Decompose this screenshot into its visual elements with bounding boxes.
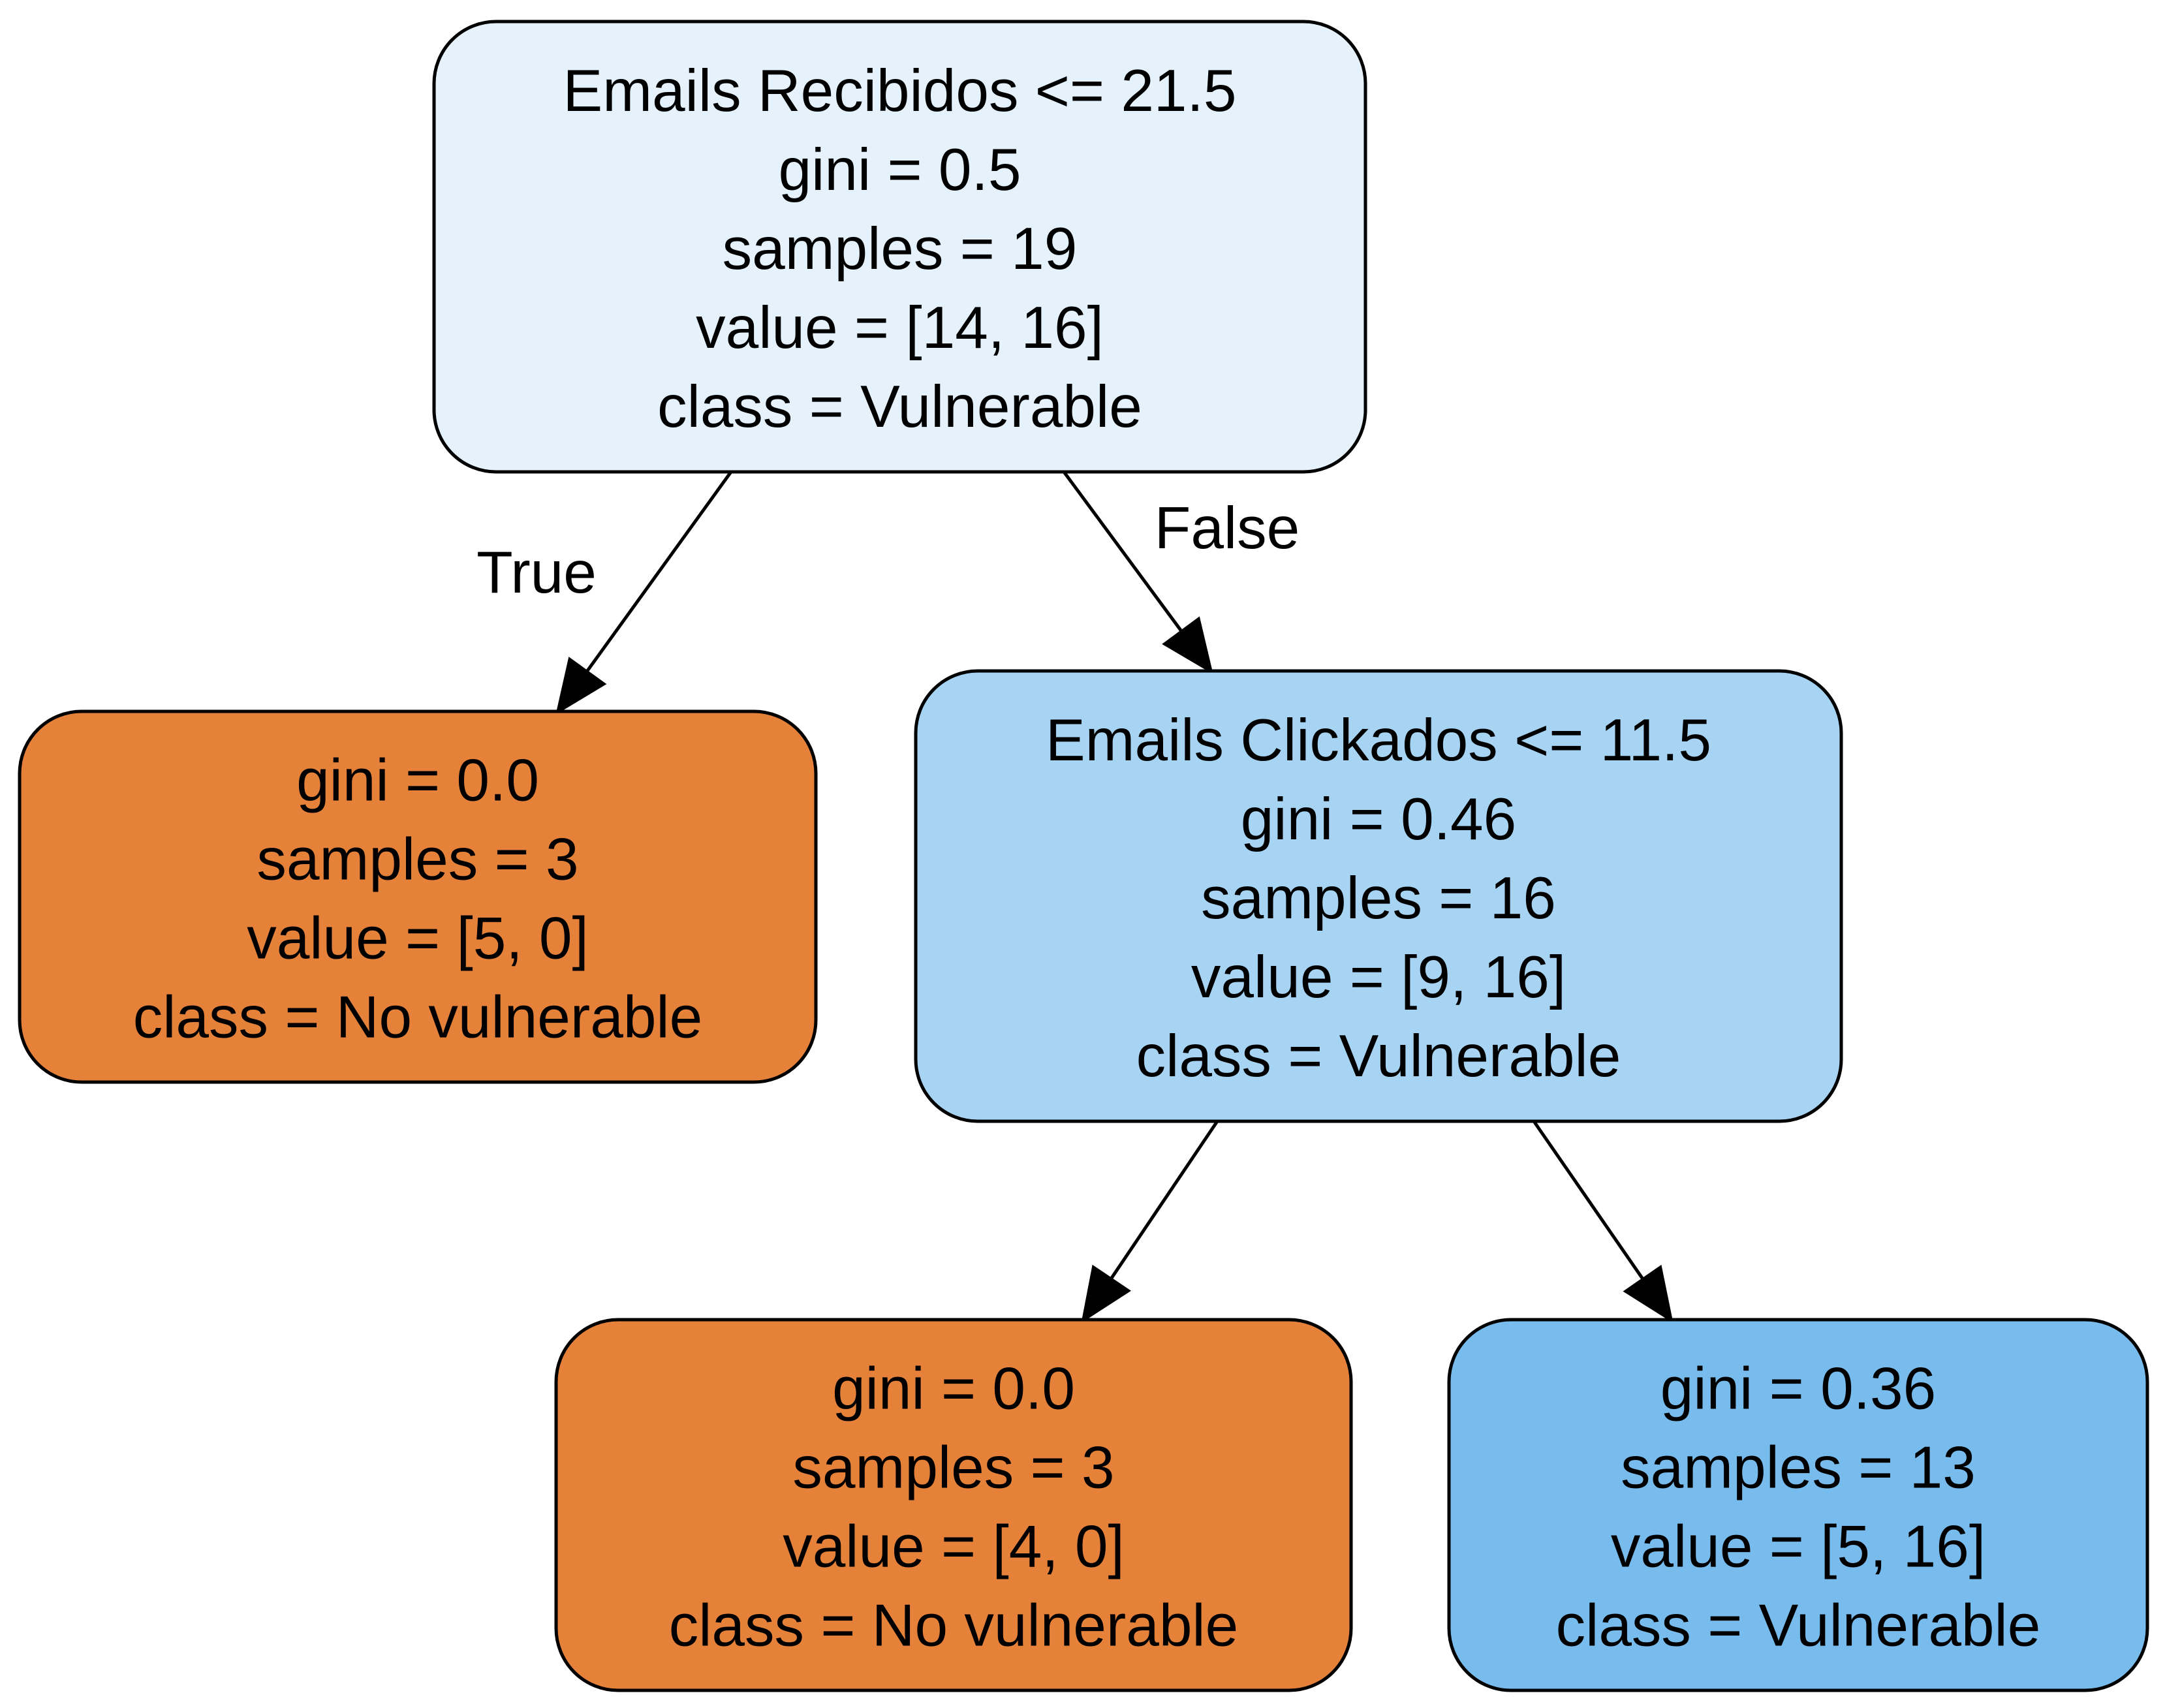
node-line-left-leaf-0: gini = 0.0 [296,747,539,813]
node-line-right-split-3: value = [9, 16] [1191,944,1566,1010]
tree-node-bottom-left-leaf: gini = 0.0 samples = 3 value = [4, 0] class… [554,1318,1353,1692]
edge-root-to-left: True [476,471,733,715]
edge-right-to-bottom-right [1532,1120,1674,1324]
tree-node-root: Emails Recibidos <= 21.5 gini = 0.5 sample… [432,20,1367,474]
node-line-bottom-right-leaf-2: value = [5, 16] [1611,1514,1986,1579]
edges-layer: True False [476,471,1674,1324]
nodes-layer: Emails Recibidos <= 21.5 gini = 0.5 sample… [18,20,2149,1692]
node-line-bottom-left-leaf-2: value = [4, 0] [783,1514,1125,1579]
node-line-bottom-left-leaf-3: class = No vulnerable [669,1592,1239,1658]
node-box-bottom-left-leaf [554,1318,1353,1692]
arrow-head-root-to-right [1162,616,1213,675]
node-box-left-leaf [18,709,818,1084]
node-line-root-4: class = Vulnerable [657,374,1142,440]
node-line-right-split-4: class = Vulnerable [1136,1023,1621,1089]
node-line-root-2: samples = 19 [723,216,1078,282]
node-line-root-3: value = [14, 16] [696,295,1104,361]
node-box-bottom-right-leaf [1447,1318,2149,1692]
node-line-left-leaf-2: value = [5, 0] [247,905,589,971]
arrow-head-right-to-bottom-left [1081,1264,1131,1324]
node-line-root-1: gini = 0.5 [779,137,1021,203]
edge-root-to-right: False [1062,471,1300,675]
node-box-root [432,20,1367,474]
edge-line-root-to-right [1062,471,1183,633]
arrow-head-root-to-left [555,657,607,715]
node-line-right-split-2: samples = 16 [1201,865,1556,931]
node-line-root-0: Emails Recibidos <= 21.5 [563,58,1237,124]
edge-label-root-to-left: True [476,540,597,606]
edge-line-root-to-left [585,471,733,673]
node-line-left-leaf-1: samples = 3 [257,826,578,892]
tree-node-left-leaf: gini = 0.0 samples = 3 value = [5, 0] class… [18,709,818,1084]
node-line-bottom-right-leaf-3: class = Vulnerable [1556,1592,2041,1658]
node-box-right-split [914,669,1843,1123]
tree-node-bottom-right-leaf: gini = 0.36 samples = 13 value = [5, 16] cl… [1447,1318,2149,1692]
node-line-right-split-0: Emails Clickados <= 11.5 [1046,707,1711,773]
tree-node-right-split: Emails Clickados <= 11.5 gini = 0.46 sampl… [914,669,1843,1123]
node-line-bottom-right-leaf-0: gini = 0.36 [1660,1356,1936,1421]
edge-right-to-bottom-left [1081,1120,1219,1324]
node-line-bottom-right-leaf-1: samples = 13 [1621,1435,1976,1500]
node-line-bottom-left-leaf-1: samples = 3 [792,1435,1114,1500]
node-line-bottom-left-leaf-0: gini = 0.0 [832,1356,1075,1421]
edge-label-root-to-right: False [1155,495,1300,561]
edge-line-right-to-bottom-left [1109,1120,1219,1281]
arrow-head-right-to-bottom-right [1623,1264,1674,1324]
node-line-right-split-1: gini = 0.46 [1241,786,1516,852]
edge-line-right-to-bottom-right [1532,1120,1645,1281]
node-line-left-leaf-3: class = No vulnerable [133,984,703,1050]
